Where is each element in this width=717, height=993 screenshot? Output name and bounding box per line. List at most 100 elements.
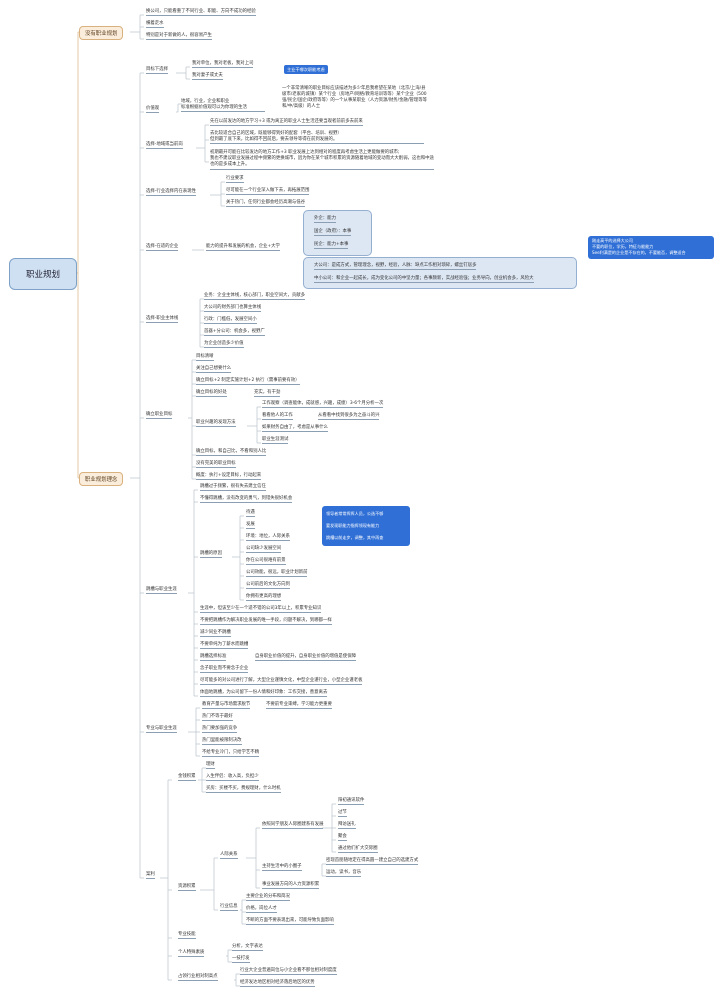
leaf: 教育产量与市场需求脱节: [202, 702, 251, 710]
leaf: 跳槽选择标准: [200, 654, 227, 662]
leaf: 大公司的财务部门也算主体线: [204, 305, 262, 313]
leaf: 主持生活中的小圈子: [262, 864, 302, 872]
leaf: 概度：执行+设定目标，行动起来: [196, 473, 262, 481]
branch-label: 职业规划理念: [85, 477, 118, 483]
leaf: 念子职业而不要念于企业: [200, 666, 249, 674]
leaf: 入生伴侣：收入高，负担少: [206, 774, 259, 782]
leaf: 发展: [246, 522, 255, 530]
leaf: 大公司：是成方式，管理理念，视野，经验，人脉：缺点工作相对琐碎，螺丝钉居多: [314, 263, 477, 271]
leaf: 行业信息: [220, 904, 238, 912]
section-node[interactable]: 专业与职业生涯: [146, 726, 177, 734]
highlight-note: 主业干哪次职能考虑: [284, 65, 328, 74]
section-node[interactable]: 选择-行业选择内在表现性: [146, 189, 196, 197]
leaf: 看看他人的工作: [262, 413, 293, 421]
leaf: 首器+分公司：机会多，视野广: [204, 329, 265, 337]
leaf: 不给专业冷门，只给学艺不精: [202, 750, 260, 758]
section-node[interactable]: 案利: [146, 872, 155, 880]
leaf: 不要前专业束缚，学习能力更重要: [266, 702, 332, 710]
leaf: 价格，岗位人才: [246, 906, 277, 914]
leaf: 横着走水: [146, 21, 164, 29]
leaf: 从看看中找到很多为之奋斗的兴: [318, 413, 380, 421]
leaf: 环境：地位，人际关系: [246, 534, 290, 542]
leaf: 跳槽过于频繁，很有失去建立信任: [200, 484, 266, 492]
leaf: 能力的提升和发展的机会，企业+大学: [206, 244, 280, 252]
leaf: 职业生涯测试: [262, 437, 289, 445]
leaf: 确立目标，和自己比，不看和别人比: [196, 449, 267, 457]
leaf: 特别是对于新做的人，很容易产生: [146, 33, 212, 41]
group-node[interactable]: 占领行业相对制高点: [178, 974, 218, 982]
leaf: 生涯中，但该至少在一个适不错的公司3年以上，积累专业知识: [200, 606, 322, 614]
leaf: 拜访送礼: [338, 822, 356, 830]
leaf: 外企：能力: [314, 216, 336, 224]
leaf: 运动，读书，音乐: [326, 870, 362, 878]
leaf: 热门不等于最好: [202, 714, 233, 722]
leaf: 体面地跳槽，为公司留下一份人情和好印象：工作交接，善意离去: [200, 690, 328, 698]
leaf: 民企：能力+本事: [314, 242, 349, 250]
leaf: 减少同业不跳槽: [200, 630, 231, 638]
leaf: 目标清晰: [196, 354, 214, 362]
leaf: 确立目标的好处: [196, 390, 227, 398]
leaf: 行业大企业普遍岗位与小企业看不那位相对制度度: [240, 968, 337, 976]
leaf: 为企业创造多少价值: [204, 341, 244, 349]
leaf: 不断的方面不要表现出来，可能导致负面影响: [246, 918, 334, 926]
leaf: 换公司，只能看重了不同行业、职能、方向不成功的经验: [146, 9, 256, 17]
note-text: 跳槽以前走步，调整，其中再查: [326, 535, 384, 540]
highlight-note: 刚走高平的选择大公司 不要的职位，学历，特征与能能力 See利满是的企业是不存在…: [588, 236, 714, 259]
leaf: 公司效能，很远，职业计划新前: [246, 570, 308, 578]
leaf: 职业兴趣的发现方法: [196, 420, 236, 428]
leaf: 阳初通讯软件: [338, 798, 365, 806]
group-node[interactable]: 金钱积累: [178, 774, 196, 782]
leaf: 我对妻子或丈夫: [192, 73, 223, 81]
leaf: 关于热门，任何行业都会经历高潮与低谷: [226, 200, 306, 208]
leaf: 充实，有干劲: [254, 390, 281, 398]
leaf: 买房：买楼不买，费规理财，什么时机: [206, 786, 281, 794]
leaf: 业务：企业主体线，核心部门，职业空间大，贡献多: [204, 293, 305, 301]
leaf: 过节: [338, 810, 347, 818]
branch-plan-concept[interactable]: 职业规划理念: [79, 472, 124, 486]
leaf: 地域，行业，企业和职业 标准根据价值观可以为你理的生活: [181, 99, 265, 112]
leaf: 你拥有更高的理想: [246, 594, 282, 602]
section-node[interactable]: 跳槽与职业生涯: [146, 587, 177, 595]
leaf-desc: 一个非常清晰的职业目标应该描述为多少年后我希望在某地（北京/上海/县级市/老家的…: [282, 86, 427, 109]
leaf: 国企（政府）：本事: [314, 229, 352, 237]
section-node[interactable]: 选择-在适的企业: [146, 244, 179, 252]
leaf: 先在以前发达的地方学习+3 或为离正的职业人士生活还要当观者前前多去前来: [210, 119, 363, 127]
leaf: 聚会: [338, 834, 347, 842]
leaf: 跳槽的原因: [200, 551, 222, 559]
leaf: 热门里能被限制决改: [202, 738, 242, 746]
leaf: 工作观察（调查能体，成就感，兴趣，成绩）3-6个月分析一次: [262, 401, 384, 409]
leaf: 不要单纯为了薪水而跳槽: [200, 642, 249, 650]
leaf: 行业要求: [226, 176, 244, 184]
leaf: 待遇: [246, 510, 255, 518]
section-node[interactable]: 目标下选择: [146, 67, 168, 75]
leaf: 密现首朋随地定在得高圆—建立自己的选建方式: [326, 858, 419, 866]
leaf: 没有完美的职业目标: [196, 461, 236, 469]
root-label: 职业规划: [25, 270, 60, 280]
leaf: 事业发展方向的人力资源积累: [262, 882, 320, 890]
leaf: 依照同学朋友人际圈建系有发展: [262, 822, 324, 830]
leaf: 你在公司很难有前景: [246, 558, 286, 566]
branch-label: 没有职业规划: [85, 31, 118, 37]
leaf: 尽可能在一个行业深入做下去，再拓展范围: [226, 188, 310, 196]
leaf: 一技打发: [232, 956, 250, 964]
section-node[interactable]: 确立职业目标: [146, 412, 173, 420]
leaf: 分析，文字表达: [232, 944, 263, 952]
group-node[interactable]: 资源积累: [178, 884, 196, 892]
group-node[interactable]: 专业技能: [178, 932, 196, 940]
leaf: 公司缺少发展空间: [246, 546, 282, 554]
leaf: 尽可能多的对公司进行了解，大型企业谨慎文化，中型企业谨行业，小型企业谨老板: [200, 678, 363, 686]
leaf: 不懂得跳槽，没有改变的勇气，到错失很好机会: [200, 496, 293, 504]
group-node[interactable]: 个人特殊素质: [178, 950, 205, 958]
section-node[interactable]: 价值观: [146, 106, 160, 114]
leaf: 确立目标+2 制定实施计划+2 执行（需事前要有效）: [196, 378, 300, 386]
section-node[interactable]: 选择-职业主体线: [146, 316, 179, 324]
branch-no-plan[interactable]: 没有职业规划: [79, 26, 124, 40]
leaf: 经济发达地区相对经济落后地区的优势: [240, 980, 315, 988]
leaf: 主要企业的分布和简况: [246, 894, 290, 902]
panel-size: [303, 257, 577, 289]
root-node[interactable]: 职业规划: [9, 258, 77, 290]
section-node[interactable]: 选择-地域或当前岗: [146, 142, 183, 150]
note-text: 领导者常常挥挥人员，公选不够: [326, 511, 384, 516]
leaf: 公司前后的文化方向到: [246, 582, 290, 590]
